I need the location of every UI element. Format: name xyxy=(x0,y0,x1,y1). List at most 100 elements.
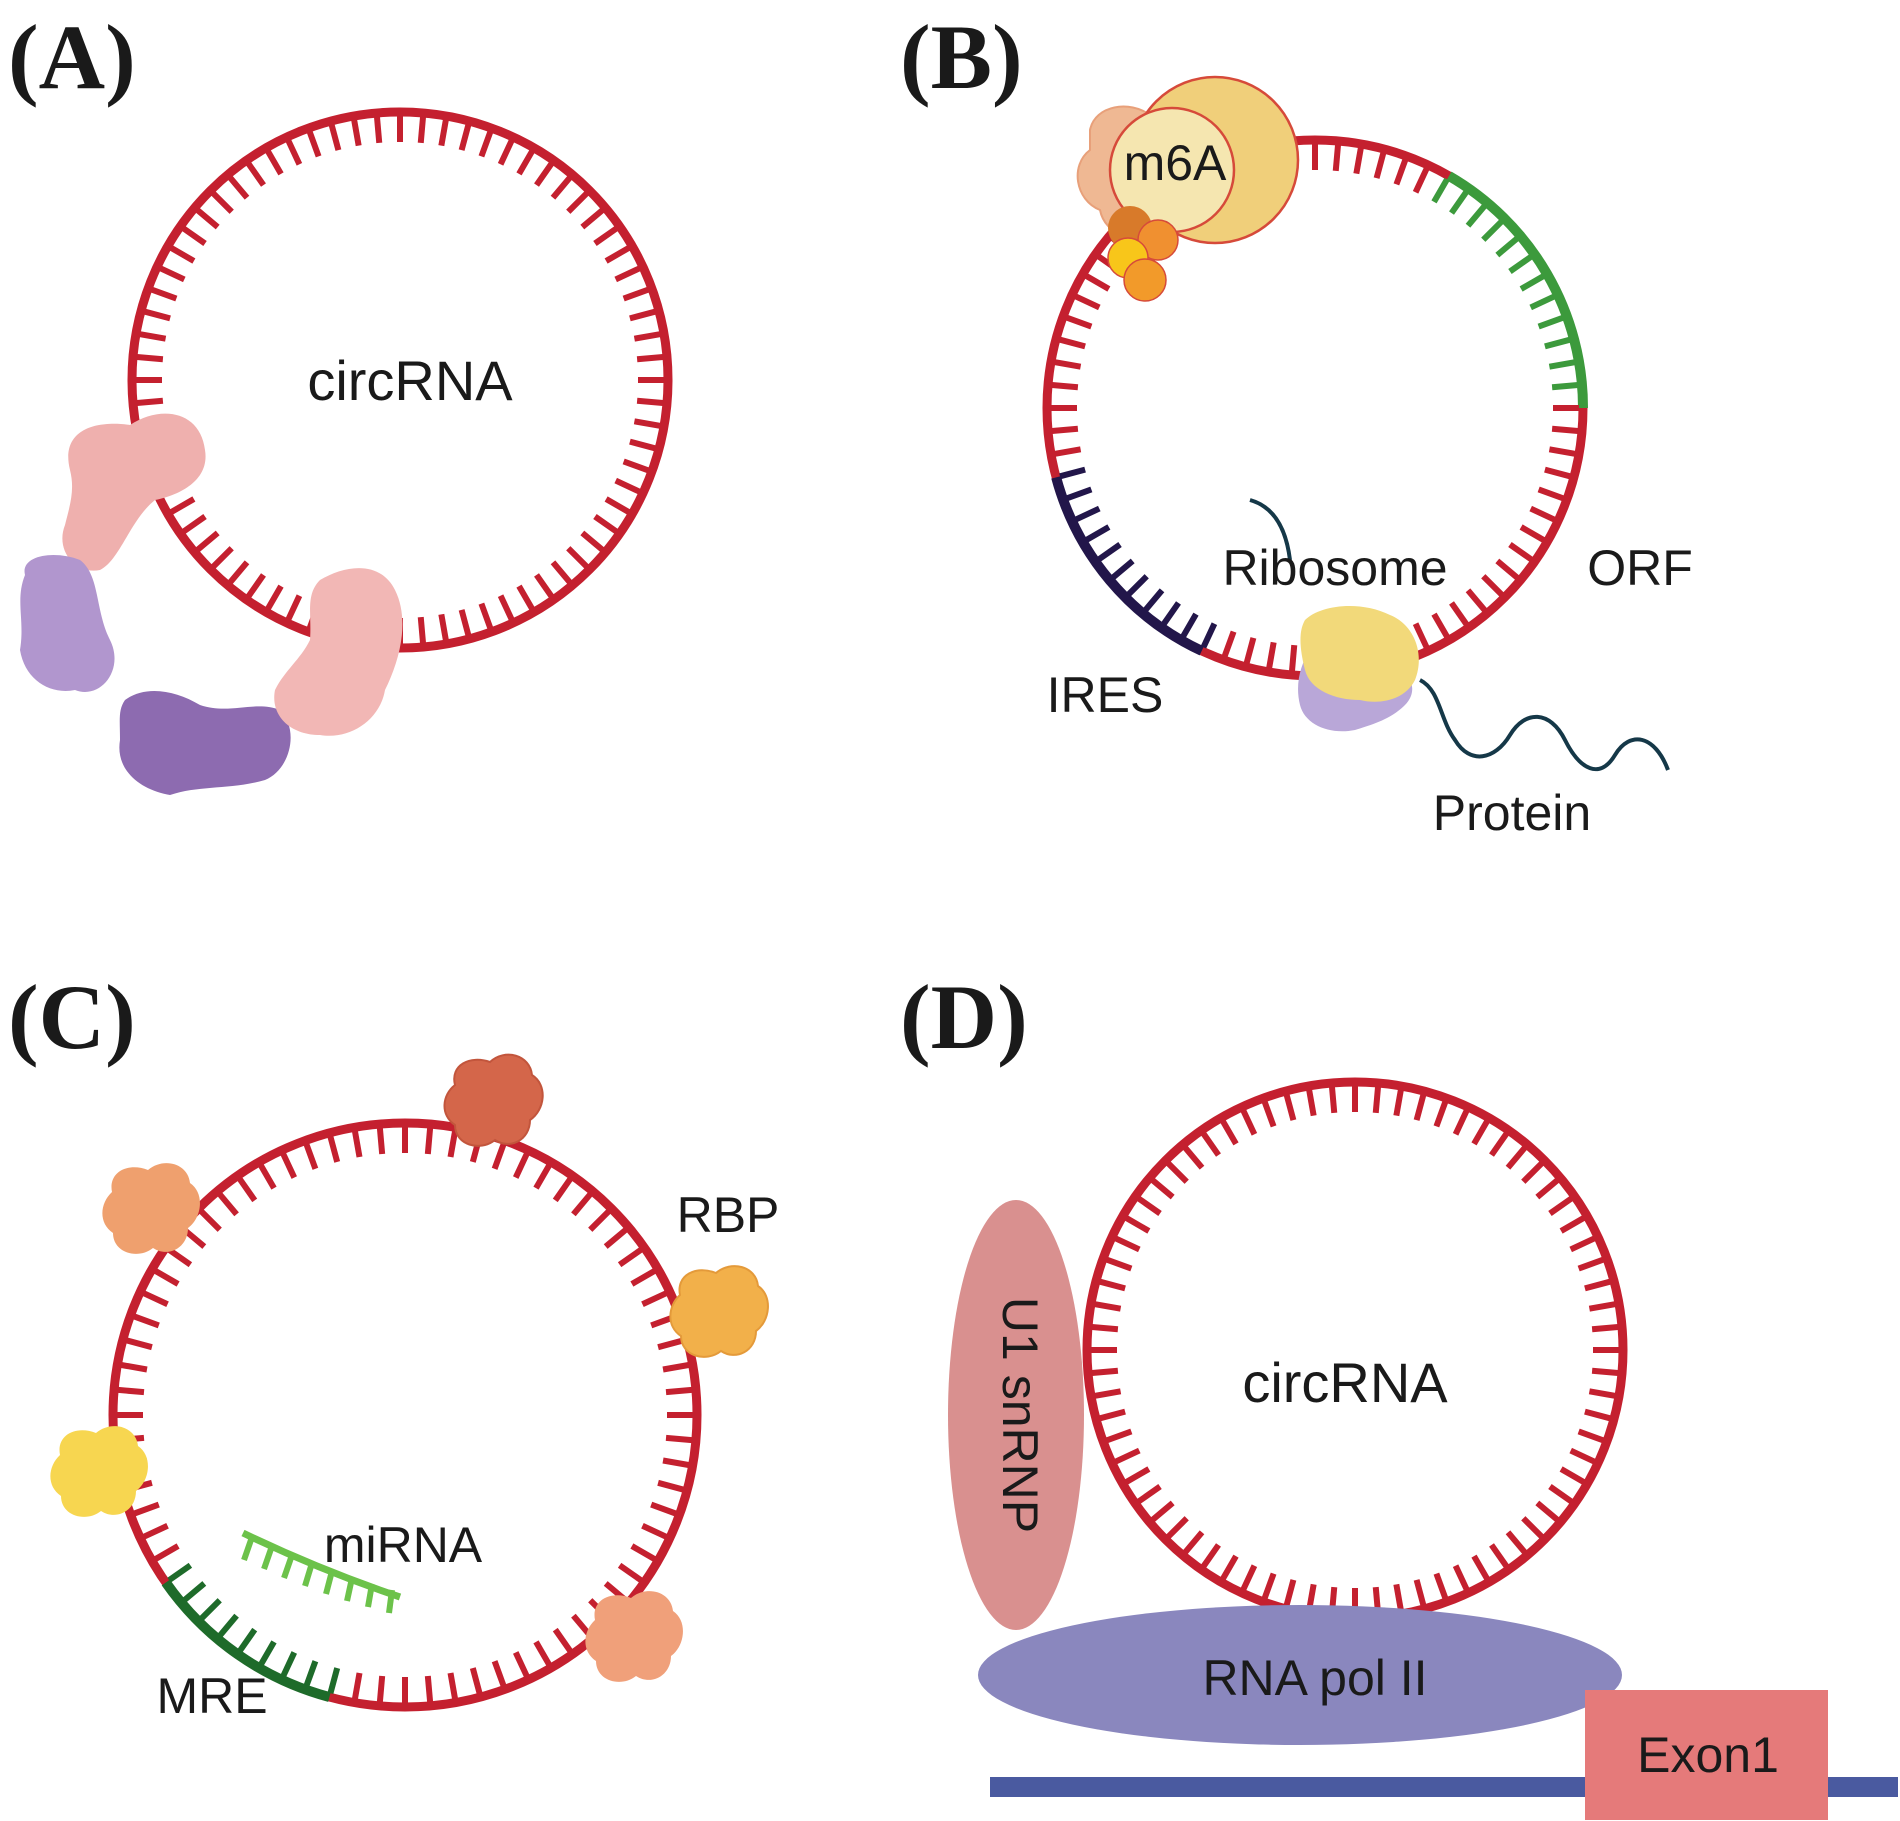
ring-tick xyxy=(533,1164,552,1190)
ring-tick xyxy=(1521,1161,1544,1184)
ring-tick xyxy=(617,1562,643,1583)
ring-tick xyxy=(199,1209,222,1232)
ring-tick xyxy=(604,245,631,264)
ring-tick xyxy=(265,149,284,176)
ring-tick xyxy=(1097,542,1122,562)
ring-tick xyxy=(211,191,234,214)
ring-tick xyxy=(633,331,661,342)
ring-tick xyxy=(142,1523,169,1540)
ring-tick xyxy=(1114,1235,1141,1253)
panel-b-letter: (B) xyxy=(900,6,1023,108)
ring-tick xyxy=(1261,1572,1277,1600)
ring-tick xyxy=(1332,144,1341,172)
ring-tick xyxy=(1452,1109,1470,1136)
ring-tick xyxy=(1449,190,1469,215)
ring-tick xyxy=(665,1434,693,1444)
ring-tick xyxy=(1059,336,1086,350)
exon1-box xyxy=(1585,1690,1828,1820)
ring-tick xyxy=(1481,219,1504,242)
ring-tick xyxy=(1329,1086,1338,1114)
ring-tick xyxy=(614,477,641,495)
ring-tick xyxy=(1508,254,1533,274)
ring-tick xyxy=(237,1627,258,1653)
ring-tick xyxy=(1074,505,1101,523)
panel-d-letter: (D) xyxy=(900,966,1028,1068)
ring-tick xyxy=(1588,1388,1616,1399)
m6a-reader-icon xyxy=(1076,75,1300,302)
ring-tick xyxy=(1548,1484,1573,1504)
ring-tick xyxy=(1373,152,1387,179)
protein-strand xyxy=(1249,498,1292,561)
ring-tick xyxy=(303,1660,319,1687)
ring-tick xyxy=(1584,1278,1611,1292)
panel-c-letter: (C) xyxy=(8,966,136,1068)
ring-tick xyxy=(1577,1256,1605,1272)
ring-tick xyxy=(1124,1466,1151,1485)
ring-tick xyxy=(1537,314,1565,330)
ring-tick xyxy=(1413,1094,1427,1121)
ring-tick xyxy=(285,594,303,621)
ring-tick xyxy=(491,1660,507,1687)
ring-tick xyxy=(1544,336,1571,350)
ring-tick xyxy=(614,265,641,283)
ring-tick xyxy=(144,308,171,322)
ring-tick xyxy=(1220,1554,1239,1581)
ring-tick xyxy=(199,1598,222,1621)
ring-tick xyxy=(182,226,207,246)
ring-tick xyxy=(327,1136,341,1163)
ring-tick xyxy=(593,226,618,246)
ring-tick xyxy=(1240,1109,1258,1136)
ring-tick xyxy=(142,1290,169,1307)
ring-tick xyxy=(1481,574,1504,597)
ring-tick xyxy=(246,162,266,187)
ring-tick xyxy=(424,1675,434,1703)
protein-strand-out xyxy=(1418,678,1670,772)
ring-tick xyxy=(604,496,631,515)
ring-tick xyxy=(1166,1161,1189,1184)
ring-tick xyxy=(417,616,426,644)
ring-tick xyxy=(641,1523,668,1540)
ring-tick xyxy=(1150,1500,1175,1522)
ring-tick xyxy=(1449,601,1469,626)
mirna-label: miRNA xyxy=(324,1517,483,1573)
ring-tick xyxy=(1180,612,1199,639)
ring-tick xyxy=(1584,1408,1611,1422)
ring-tick xyxy=(285,139,303,166)
ring-tick xyxy=(650,1501,677,1517)
ring-tick xyxy=(1489,1132,1509,1157)
ring-tick xyxy=(1569,1235,1596,1253)
ring-tick xyxy=(1243,637,1257,664)
ring-tick xyxy=(588,1209,611,1232)
ring-tick xyxy=(1261,1100,1277,1128)
u1-snrnp-label: U1 snRNP xyxy=(992,1297,1048,1533)
ring-tick xyxy=(1544,466,1571,480)
ring-tick xyxy=(352,1672,363,1700)
ring-tick xyxy=(478,602,494,630)
ring-tick xyxy=(662,1457,690,1468)
ring-tick xyxy=(1065,486,1093,502)
ring-tick xyxy=(1413,1579,1427,1606)
ring-tick xyxy=(1084,273,1111,292)
exon1-label: Exon1 xyxy=(1637,1727,1779,1783)
ring-tick xyxy=(182,1227,207,1249)
ring-tick xyxy=(1105,1256,1133,1272)
ring-tick xyxy=(1183,1530,1205,1555)
ring-tick xyxy=(1051,425,1079,434)
ring-tick xyxy=(258,1640,277,1666)
ring-tick xyxy=(593,514,618,534)
ring-tick xyxy=(136,354,164,363)
ring-tick xyxy=(438,613,449,641)
ring-tick xyxy=(1137,1196,1162,1216)
ring-tick xyxy=(1577,1428,1605,1444)
ring-tick xyxy=(195,208,220,230)
ring-tick xyxy=(1393,158,1409,186)
ring-tick xyxy=(1065,314,1093,330)
ring-tick xyxy=(1143,588,1165,613)
ribosome-label: Ribosome xyxy=(1222,540,1447,596)
ring-tick xyxy=(1471,1554,1490,1581)
ring-tick xyxy=(159,265,186,283)
ring-tick xyxy=(417,116,426,144)
ring-tick xyxy=(1200,622,1218,649)
ring-tick xyxy=(1124,1215,1151,1234)
